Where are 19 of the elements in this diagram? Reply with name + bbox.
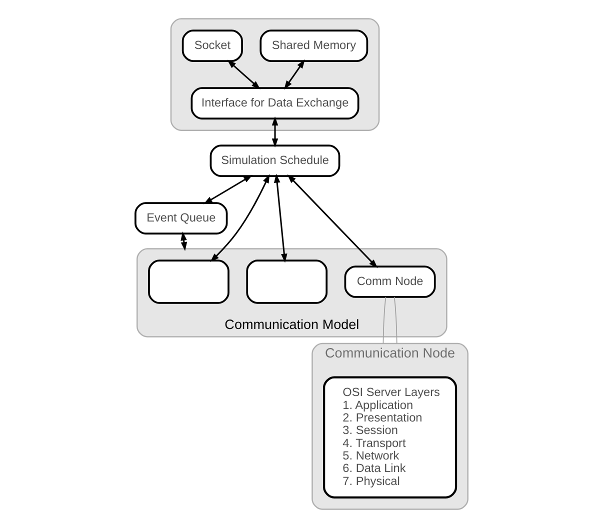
- node-box: OSI Server Layers 1. Application 2. Presentation 3. Session 4. Transport 5. Network 6. Data Link 7. Physical: [322, 376, 457, 498]
- cluster: [170, 18, 380, 131]
- node-box: Event Queue: [134, 202, 228, 234]
- node-box: [148, 260, 229, 304]
- node-box: Comm Node: [344, 266, 436, 298]
- connector: [393, 296, 397, 344]
- arrow: [273, 174, 287, 263]
- node-box: Simulation Schedule: [209, 144, 340, 177]
- arrow: [286, 174, 378, 268]
- arrow: [202, 175, 252, 204]
- node-box: Shared Memory: [259, 30, 368, 62]
- node-box: [246, 260, 328, 304]
- arrow: [271, 116, 278, 148]
- connector: [382, 296, 386, 344]
- arrow: [210, 174, 270, 262]
- node-box: Interface for Data Exchange: [190, 87, 359, 120]
- arrow: [226, 60, 260, 90]
- arrow: [283, 59, 305, 90]
- node-box: Socket: [181, 30, 242, 62]
